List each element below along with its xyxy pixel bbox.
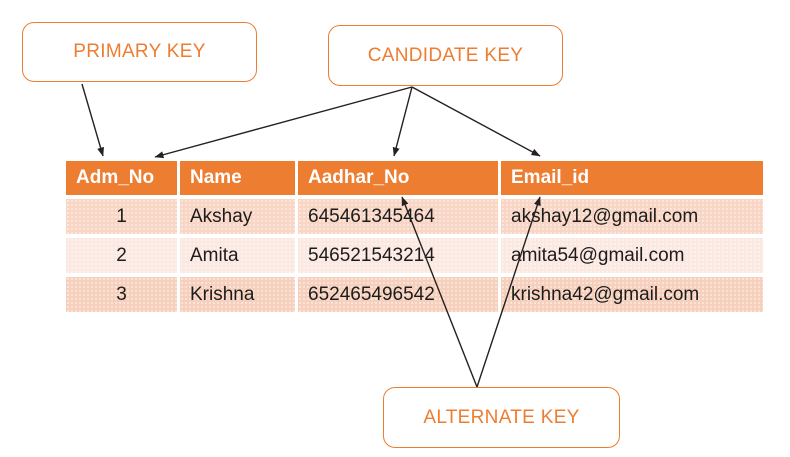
alternate-key-box: ALTERNATE KEY xyxy=(383,387,620,448)
cell-email-id: akshay12@gmail.com xyxy=(501,199,763,234)
cell-email-id: amita54@gmail.com xyxy=(501,238,763,273)
primary-key-box: PRIMARY KEY xyxy=(22,22,257,82)
cell-aadhar-no: 652465496542 xyxy=(298,277,498,312)
column-header-email-id: Email_id xyxy=(501,161,763,195)
student-table: Adm_No Name Aadhar_No Email_id 1 Akshay … xyxy=(63,157,766,316)
cell-name: Amita xyxy=(180,238,295,273)
table-header-row: Adm_No Name Aadhar_No Email_id xyxy=(66,161,763,195)
cell-adm-no: 3 xyxy=(66,277,177,312)
column-header-adm-no: Adm_No xyxy=(66,161,177,195)
table-row: 1 Akshay 645461345464 akshay12@gmail.com xyxy=(66,199,763,234)
column-header-name: Name xyxy=(180,161,295,195)
cell-adm-no: 2 xyxy=(66,238,177,273)
arrow-candidate-key-to-aadhar-no xyxy=(392,86,413,157)
arrow-candidate-key-to-adm-no xyxy=(154,86,413,159)
student-table-wrapper: Adm_No Name Aadhar_No Email_id 1 Akshay … xyxy=(63,157,766,316)
cell-aadhar-no: 645461345464 xyxy=(298,199,498,234)
candidate-key-box: CANDIDATE KEY xyxy=(328,25,563,86)
cell-name: Krishna xyxy=(180,277,295,312)
primary-key-label: PRIMARY KEY xyxy=(73,41,206,62)
column-header-aadhar-no: Aadhar_No xyxy=(298,161,498,195)
arrow-candidate-key-to-email-id xyxy=(411,86,541,157)
arrow-primary-key-to-adm-no xyxy=(81,83,104,157)
alternate-key-label: ALTERNATE KEY xyxy=(423,406,580,428)
table-row: 2 Amita 546521543214 amita54@gmail.com xyxy=(66,238,763,273)
candidate-key-label: CANDIDATE KEY xyxy=(367,44,524,66)
cell-adm-no: 1 xyxy=(66,199,177,234)
cell-aadhar-no: 546521543214 xyxy=(298,238,498,273)
cell-email-id: krishna42@gmail.com xyxy=(501,277,763,312)
cell-name: Akshay xyxy=(180,199,295,234)
table-row: 3 Krishna 652465496542 krishna42@gmail.c… xyxy=(66,277,763,312)
